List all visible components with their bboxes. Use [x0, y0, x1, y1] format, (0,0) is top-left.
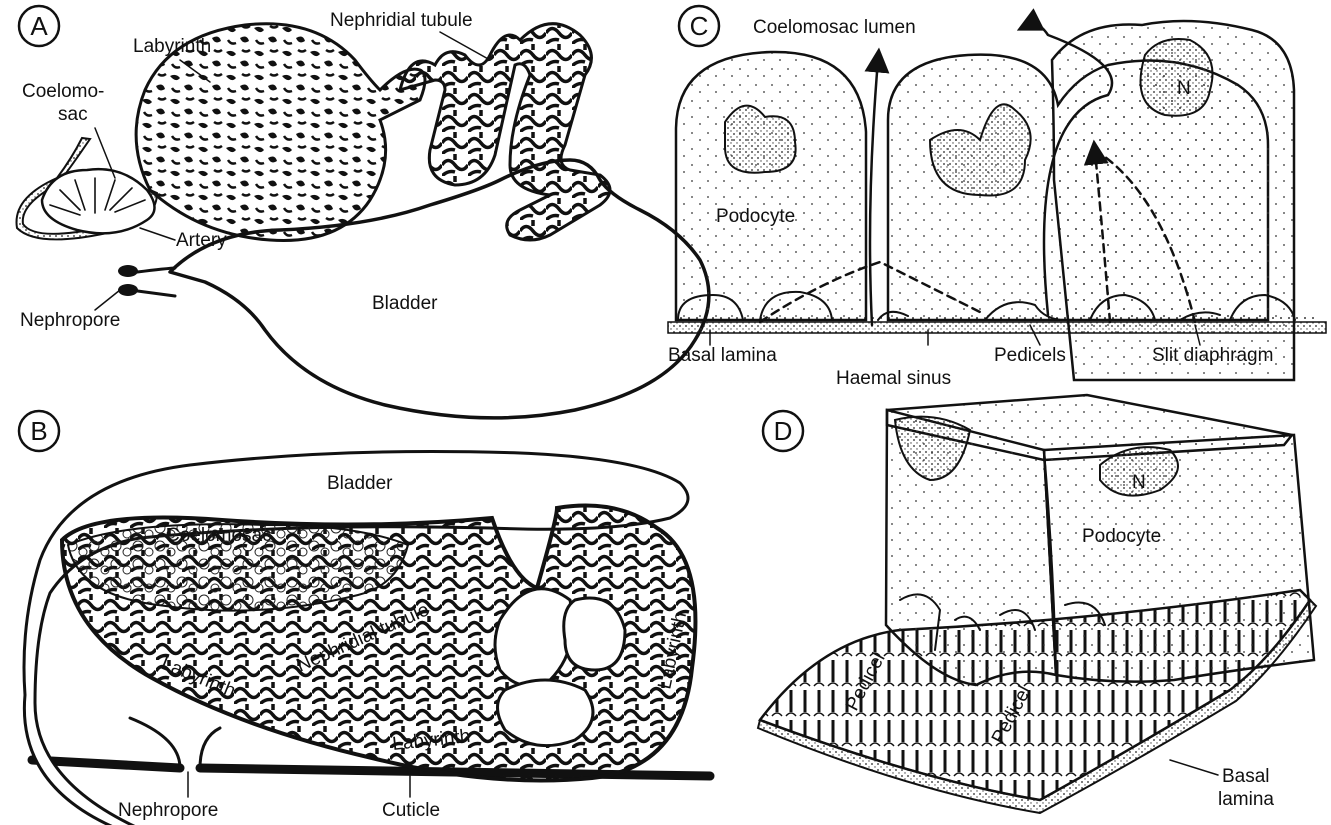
label-a-nephropore: Nephropore — [20, 310, 120, 331]
nephridial-tubule-coil — [400, 24, 610, 240]
label-b-cuticle: Cuticle — [382, 800, 440, 821]
label-a-nephridial-tubule: Nephridial tubule — [330, 10, 473, 31]
label-a-labyrinth: Labyrinth — [133, 36, 211, 57]
panel-c: C Coelomosac lumen N Podocyte Basal lami… — [668, 6, 1326, 389]
label-c-nucleus: N — [1177, 78, 1191, 99]
nephropore-lip-lower — [118, 284, 138, 296]
label-b-coelomosac: Coelomosac — [166, 525, 272, 546]
panel-c-letter: C — [690, 11, 709, 41]
label-c-haemal-sinus: Haemal sinus — [836, 368, 951, 389]
label-c-pedicels: Pedicels — [994, 345, 1066, 366]
label-d-podocyte: Podocyte — [1082, 526, 1161, 547]
panel-b: B Bladder Coelomosac Nephridial tubule L… — [19, 411, 710, 825]
label-b-nephropore: Nephropore — [118, 800, 218, 821]
leader-a-nephropore — [95, 290, 120, 310]
lumen-chamber-3 — [498, 680, 594, 746]
label-a-coelomosac-2: sac — [58, 104, 88, 125]
podocyte-block-right — [1044, 435, 1314, 682]
label-a-bladder: Bladder — [372, 293, 438, 314]
nephropore-lip-upper — [118, 265, 138, 277]
panel-b-letter: B — [30, 416, 47, 446]
label-c-coelomosac-lumen: Coelomosac lumen — [753, 17, 916, 38]
panel-a: A Nephridial tubule Labyrinth Coelomo- s… — [17, 6, 709, 418]
panel-a-letter: A — [30, 11, 48, 41]
label-b-bladder: Bladder — [327, 473, 393, 494]
leader-a-artery — [140, 228, 175, 240]
label-a-coelomosac-1: Coelomo- — [22, 81, 104, 102]
label-d-basal-lamina-1: Basal — [1222, 766, 1270, 787]
label-a-artery: Artery — [176, 230, 227, 251]
nephropore-b-duct — [130, 718, 220, 768]
panel-d: D N Podocyte Pedicel Pedicel Basal lamin… — [758, 395, 1316, 813]
leader-d-basal-lamina — [1170, 760, 1218, 775]
panel-d-letter: D — [774, 416, 793, 446]
label-c-slit-diaphragm: Slit diaphragm — [1152, 345, 1273, 366]
coelomosac-body — [42, 169, 155, 233]
label-d-nucleus: N — [1132, 472, 1146, 493]
lumen-chamber-2 — [564, 598, 625, 670]
filtration-arrow-1 — [870, 60, 878, 325]
label-c-basal-lamina: Basal lamina — [668, 345, 777, 366]
label-d-basal-lamina-2: lamina — [1218, 789, 1274, 810]
label-c-podocyte: Podocyte — [716, 206, 795, 227]
